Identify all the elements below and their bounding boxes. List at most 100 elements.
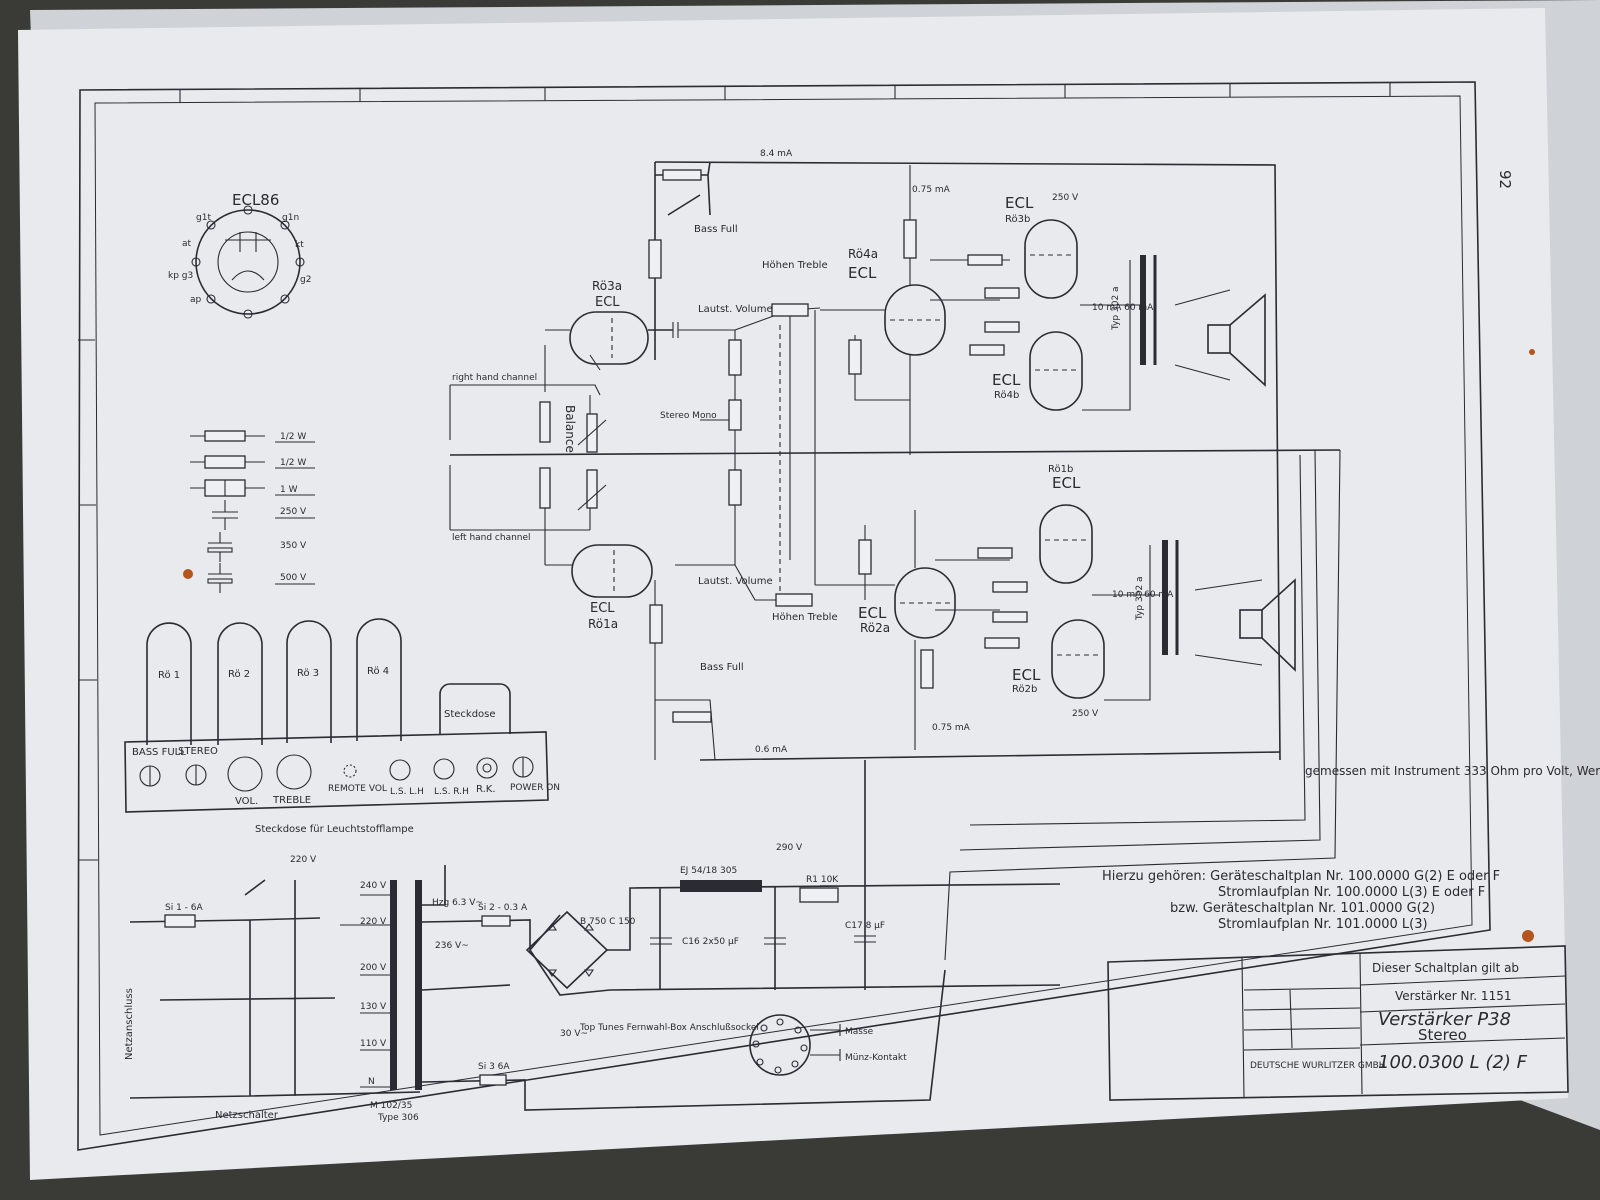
bass-switch-label-bottom: Bass Full	[700, 662, 744, 673]
company-name: DEUTSCHE WURLITZER GMBH	[1250, 1061, 1386, 1071]
input-wiring-top	[449, 329, 601, 440]
belongs-to-note: Hierzu gehören: Geräteschaltplan Nr. 100…	[1102, 869, 1500, 932]
bass-switch-label-top: Bass Full	[694, 224, 738, 235]
legend-resistor-half-watt-2: 1/2 W	[190, 455, 315, 469]
mains-wiring	[129, 879, 421, 1099]
resistor-r14	[984, 321, 1020, 333]
pin-label: at	[182, 239, 192, 249]
chassis-panel: Rö 1 Rö 2 Rö 3 Rö 4 Steckdose BASS FULL …	[124, 618, 560, 813]
treble-pot-bottom	[775, 593, 813, 607]
amplifier-schematic: Rö3a ECL ECL Rö1a right hand channel lef…	[449, 149, 1341, 961]
legend-capacitor-label: 250 V	[280, 507, 307, 517]
input-label-right: right hand channel	[452, 373, 537, 383]
control-label: TREBLE	[272, 795, 311, 806]
legend-electrolytic-500	[207, 563, 233, 593]
output-wiring	[1080, 260, 1160, 701]
connector-muenz: Münz-Kontakt	[845, 1053, 907, 1063]
volume-pot-bottom	[728, 469, 742, 506]
treble-label-top: Höhen Treble	[762, 260, 828, 271]
tap-label: 200 V	[360, 963, 387, 973]
svg-text:Rö3b: Rö3b	[1005, 214, 1030, 225]
ground-bus	[449, 449, 1341, 456]
treble-pot-top	[771, 303, 809, 317]
control-knobs	[139, 754, 534, 792]
control-panel	[124, 731, 549, 813]
svg-text:Stromlaufplan Nr. 100.0000 L(: Stromlaufplan Nr. 100.0000 L(3) E oder F	[1218, 885, 1485, 900]
inner-frame	[94, 95, 1473, 1136]
tube-pinout: ECL86 g1t g1n g2 kp g3 at ap kt	[168, 191, 311, 319]
control-label: VOL.	[235, 796, 258, 807]
resistor-r40	[649, 604, 663, 644]
balance-control: Balance	[539, 401, 607, 511]
plate-current-top: 0.75 mA	[912, 185, 951, 195]
chassis-tube-rö2: Rö 2	[217, 622, 263, 745]
connector-label: Top Tunes Fernwahl-Box Anschlußsockel	[579, 1023, 759, 1033]
c17-label: C17 8 µF	[845, 921, 885, 931]
control-label: POWER ON	[510, 783, 560, 793]
current-label-top: 8.4 mA	[760, 149, 793, 159]
plate-current-bottom: 0.75 mA	[932, 723, 971, 733]
svg-text:bzw. Geräteschaltplan Nr. 10: bzw. Geräteschaltplan Nr. 101.0000 G(2)	[1170, 901, 1435, 916]
b-plus-rail-top	[654, 161, 1281, 761]
volume-label-top: Lautst. Volume	[698, 304, 773, 315]
stain	[183, 569, 193, 579]
svg-text:Rö4b: Rö4b	[994, 390, 1019, 401]
resistor-r70	[858, 539, 872, 575]
chassis-tube-rö3: Rö 3	[286, 620, 332, 743]
tap-label: 110 V	[360, 1039, 387, 1049]
tap-label: N	[368, 1077, 375, 1087]
power-supply: Steckdose für Leuchtstofflampe 220 V Si …	[124, 760, 1061, 1123]
control-label: R.K.	[476, 784, 496, 795]
tube-rö4a: Rö4a ECL	[848, 247, 946, 356]
stain	[1522, 930, 1534, 942]
chassis-tube-rö1: Rö 1	[146, 622, 192, 745]
resistor-r130	[992, 581, 1028, 593]
remote-connector: Masse Münz-Kontakt Top Tunes Fernwahl-Bo…	[579, 1014, 907, 1076]
svg-text:Rö 1: Rö 1	[158, 670, 180, 681]
svg-text:1 W: 1 W	[280, 485, 298, 495]
output-bus	[944, 449, 1341, 961]
transformer-label: M 102/35	[370, 1101, 412, 1111]
chassis-tube-rö4: Rö 4	[356, 618, 402, 741]
fuse-si1	[164, 914, 196, 928]
b-plus-voltage: 290 V	[776, 843, 803, 853]
c16-label: C16 2x50 µF	[682, 937, 739, 947]
drawing-number: 100.0300 L (2) F	[1378, 1052, 1528, 1073]
choke	[680, 880, 762, 892]
tap-label: 240 V	[360, 881, 387, 891]
tube-rö3b: ECL Rö3b	[1005, 194, 1078, 299]
title-block-grid	[1241, 953, 1566, 1098]
secondary-wiring	[421, 865, 1061, 1111]
pin-label: ap	[190, 295, 202, 305]
legend-electrolytic-350-label: 350 V	[280, 541, 307, 551]
pinout-pins	[191, 205, 305, 319]
component-legend: 1/2 W 1/2 W 1 W 250 V 350 V 500	[190, 430, 315, 593]
ac-30-label: 30 V~	[560, 1029, 588, 1039]
resistor-r140	[992, 611, 1028, 623]
measurement-note: gemessen mit Instrument 333 Ohm pro Volt…	[1305, 764, 1600, 778]
mains-transformer-primary	[390, 880, 397, 1090]
resistor-r1	[799, 887, 839, 903]
fuse-si2	[481, 915, 511, 927]
b-plus-rail-bottom	[699, 751, 1281, 761]
svg-text:Rö 3: Rö 3	[297, 668, 319, 679]
heater-label: Hzg 6.3 V~	[432, 898, 483, 908]
output-current-top: 10 mA 60 mA	[1092, 303, 1154, 313]
control-label: L.S. L.H	[390, 787, 424, 797]
title-block: Dieser Schaltplan gilt ab Verstärker Nr.…	[1107, 945, 1569, 1101]
svg-text:Rö3a: Rö3a	[592, 279, 622, 293]
tube-rö3a: Rö3a ECL	[569, 279, 649, 365]
treble-label-bottom: Höhen Treble	[772, 612, 838, 623]
legend-electrolytic-350	[207, 532, 233, 562]
svg-text:Typ 302 a: Typ 302 a	[1135, 576, 1145, 621]
svg-text:Balance: Balance	[563, 405, 577, 453]
legend-electrolytic-500-label: 500 V	[280, 573, 307, 583]
fuse-si3	[479, 1074, 507, 1086]
pinout-title: ECL86	[232, 191, 279, 209]
choke-label: EJ 54/18 305	[680, 866, 737, 876]
volume-pot-top	[728, 339, 742, 376]
volume-label-bottom: Lautst. Volume	[698, 576, 773, 587]
frame-zone-ticks	[78, 83, 1391, 861]
ac-236-label: 236 V~	[435, 941, 469, 951]
tube-rö2a: ECL Rö2a	[858, 567, 956, 639]
